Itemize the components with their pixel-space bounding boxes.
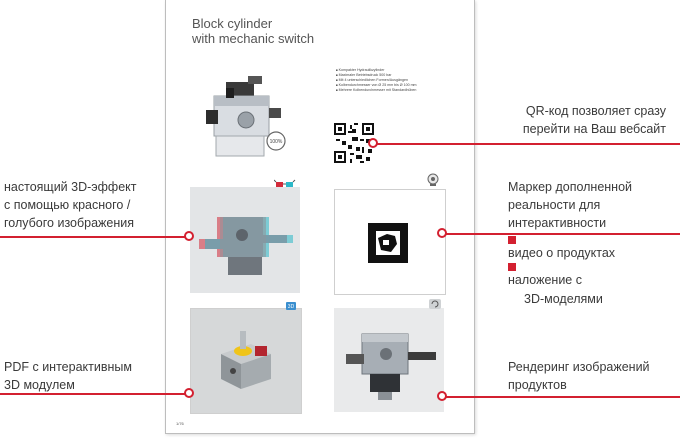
svg-text:3D: 3D (288, 304, 295, 310)
anaglyph-image-panel (190, 187, 300, 293)
feature-item: Maximaler Betriebsdruck 500 bar (336, 73, 456, 78)
callout-render-line: продуктов (508, 378, 567, 392)
page-number: 1/76 (176, 421, 184, 426)
quality-badge-icon: 100% (266, 131, 286, 151)
connector-qr-dot (368, 138, 378, 148)
connector-anaglyph-dot (184, 231, 194, 241)
connector-render-dot (437, 391, 447, 401)
render-image-panel (334, 308, 444, 412)
connector-ar-dot (437, 228, 447, 238)
qr-code[interactable] (334, 123, 374, 163)
anaglyph-product-image (190, 187, 300, 293)
callout-ar-item-text: наложение с (508, 273, 582, 287)
feature-item: Mehrere Kolbendurchmesser mit Standardhü… (336, 88, 456, 93)
connector-pdf3d-dot (184, 388, 194, 398)
feature-item: Kompakter Hydraulikzylinder (336, 68, 456, 73)
red-square-bullet-icon (508, 236, 516, 244)
callout-ar-line: реальности для (508, 198, 601, 212)
callout-ar-line: интерактивности (508, 216, 607, 230)
callout-ar-item: наложение с (508, 263, 582, 289)
3d-glasses-icon (274, 179, 296, 187)
ar-marker-panel (334, 189, 446, 295)
connector-qr-line (373, 143, 680, 145)
callout-pdf3d-line: 3D модулем (4, 378, 75, 392)
callout-pdf3d-line: PDF с интерактивным (4, 360, 132, 374)
ar-marker[interactable] (335, 190, 445, 294)
callout-pdf3d: PDF с интерактивным 3D модулем (4, 358, 132, 394)
connector-pdf3d-line (0, 393, 190, 395)
callout-ar-item: видео о продуктах (508, 236, 615, 262)
rendered-product-image (334, 308, 444, 412)
callout-render-line: Рендеринг изображений (508, 360, 650, 374)
quality-badge-text: 100% (270, 139, 283, 145)
callout-ar-item-continued: 3D-моделями (524, 292, 603, 306)
page-title-line-2: with mechanic switch (192, 31, 315, 46)
callout-render: Рендеринг изображений продуктов (508, 358, 650, 394)
feature-item: Kolbendurchmesser von Ø 25 mm bis Ø 100 … (336, 83, 456, 88)
callout-qr: QR-код позволяет сразу перейти на Ваш ве… (523, 102, 666, 138)
callout-ar-item-text: видео о продуктах (508, 246, 616, 260)
product-hero-image (206, 76, 281, 157)
rotate-icon (429, 299, 441, 309)
feature-item: Mit 4 unterschiedlichen Formen/Ausgängen (336, 78, 456, 83)
red-square-bullet-icon (508, 263, 516, 271)
callout-anaglyph-line: настоящий 3D-эффект (4, 180, 137, 194)
page-title-line-1: Block cylinder (192, 16, 273, 31)
callout-qr-line: перейти на Ваш вебсайт (522, 122, 666, 136)
callout-anaglyph: настоящий 3D-эффект с помощью красного /… (4, 178, 137, 232)
connector-render-line (442, 396, 680, 398)
webcam-icon (427, 173, 439, 186)
document-page: Block cylinder with mechanic switch 100%… (165, 0, 475, 434)
pdf-3d-model-image (191, 309, 301, 413)
connector-ar-line (442, 233, 680, 235)
callout-qr-line: QR-код позволяет сразу (525, 104, 666, 118)
callout-anaglyph-line: с помощью красного / (4, 198, 131, 212)
callout-ar-line: Маркер дополненной (508, 180, 633, 194)
feature-list: Kompakter Hydraulikzylinder Maximaler Be… (336, 68, 456, 93)
pdf-3d-panel[interactable] (190, 308, 302, 414)
callout-ar: Маркер дополненной реальности для интера… (508, 178, 632, 232)
connector-anaglyph-line (0, 236, 190, 238)
pdf-3d-icon: 3D (286, 302, 296, 310)
page-title: Block cylinder with mechanic switch (192, 16, 372, 46)
callout-anaglyph-line: голубого изображения (4, 216, 135, 230)
